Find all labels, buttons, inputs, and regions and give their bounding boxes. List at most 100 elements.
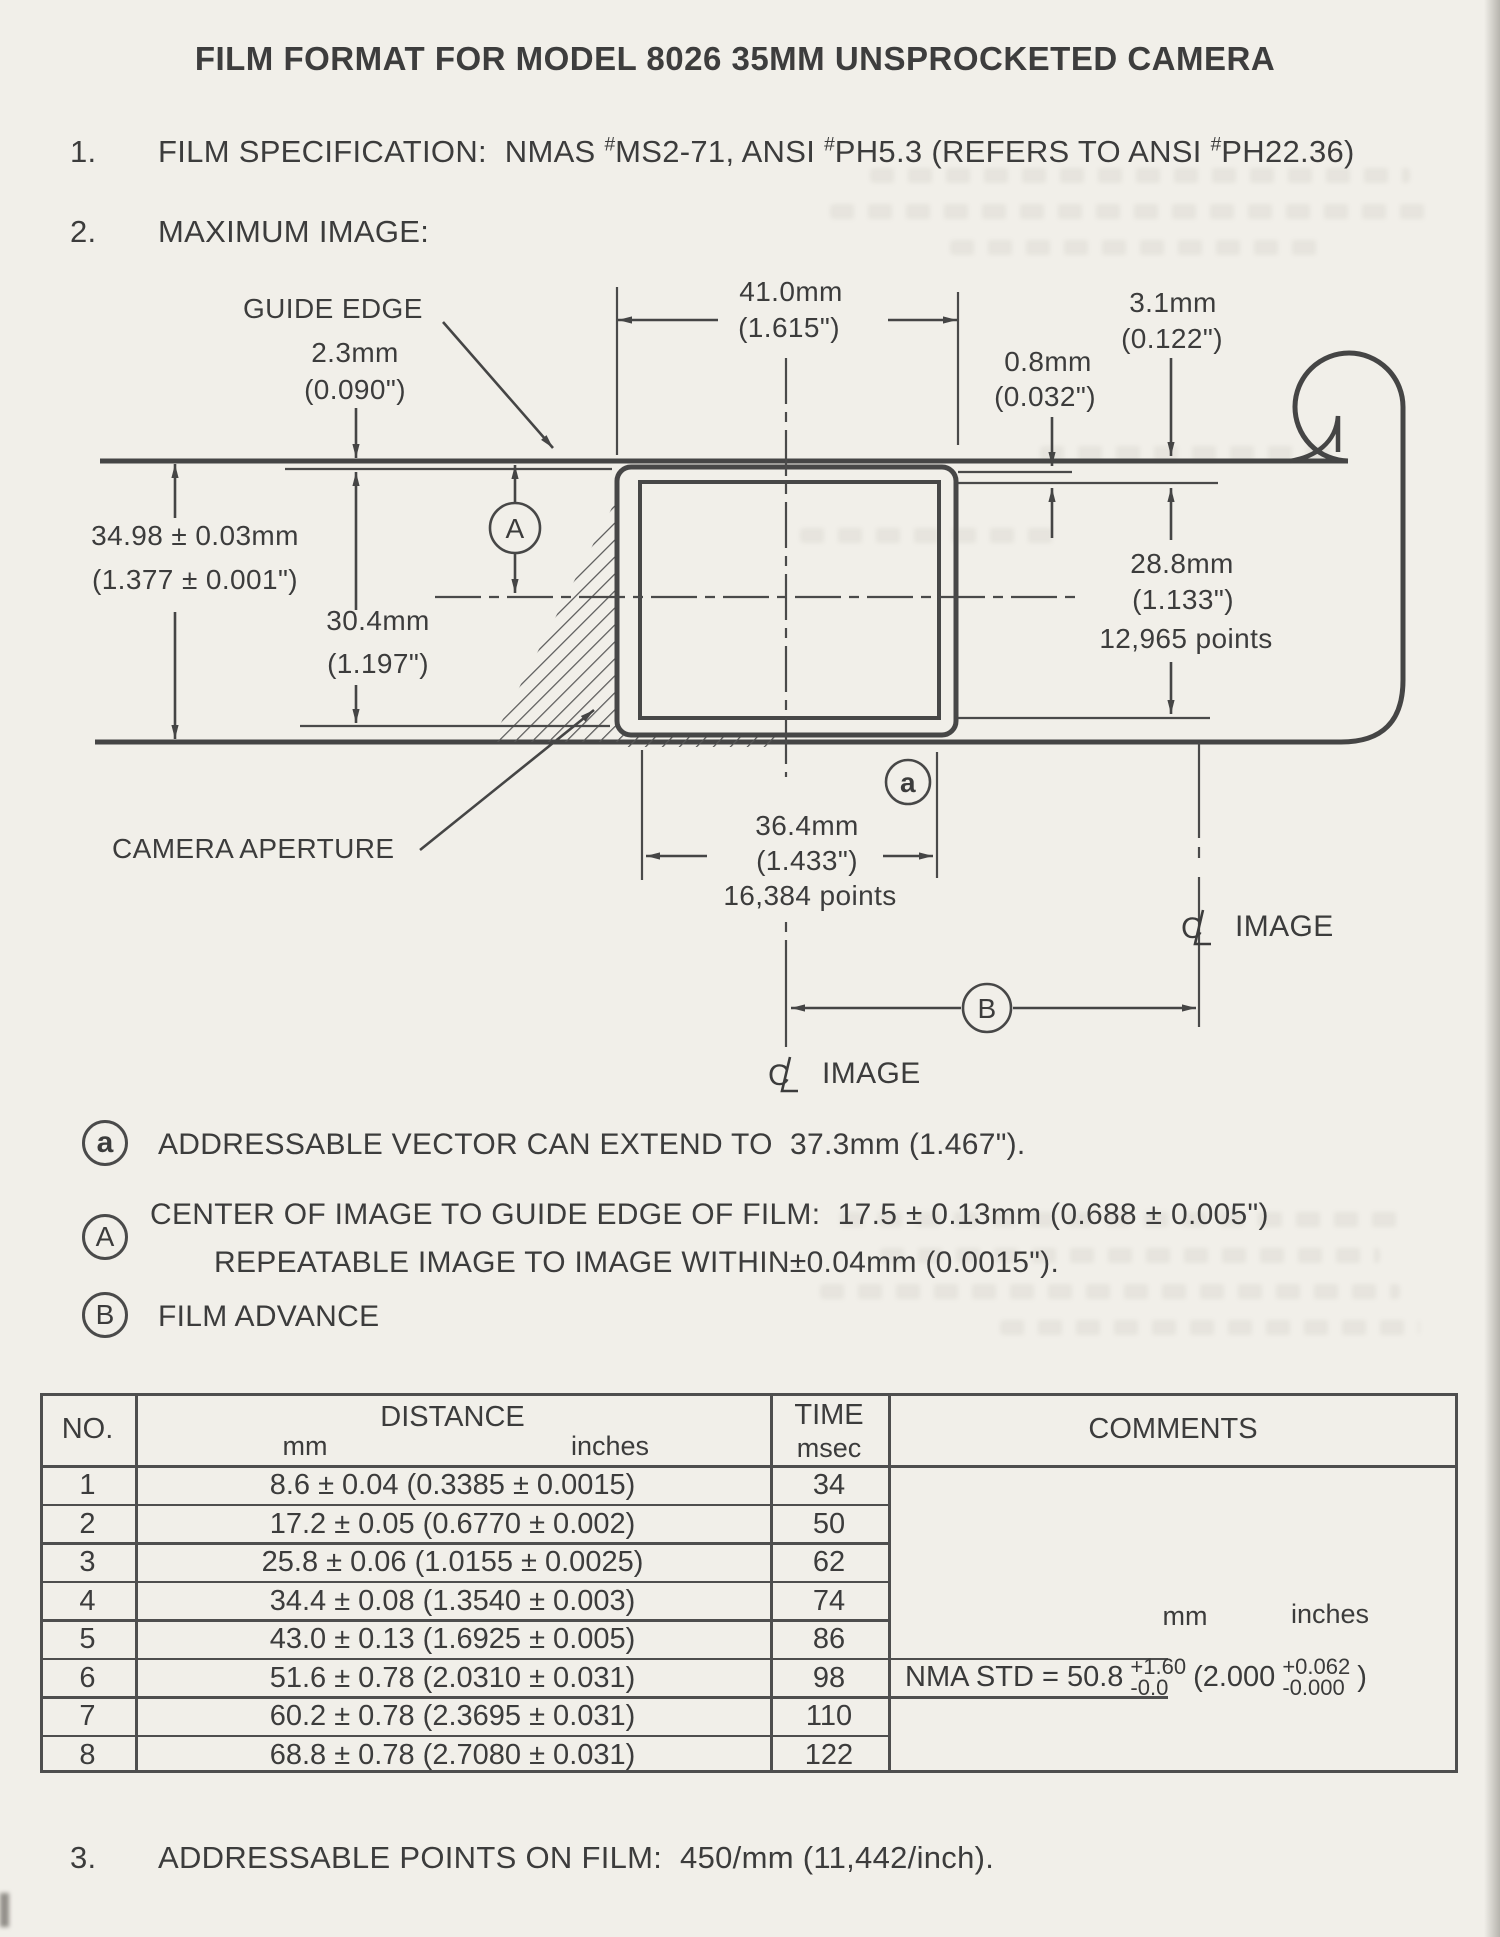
col-header-no: NO. [61, 1413, 114, 1445]
nma-inches-tolerance: +0.062-0.000 [1282, 1654, 1351, 1700]
col-subheader-mm: mm [282, 1431, 328, 1461]
scan-edge-shadow [1484, 0, 1500, 1937]
note-a-text: ADDRESSABLE VECTOR CAN EXTEND TO 37.3mm … [158, 1128, 1026, 1161]
note-A-mark: A [82, 1214, 128, 1260]
nma-base: NMA STD = 50.8 [905, 1660, 1124, 1693]
comment-mm-label: mm [1162, 1601, 1208, 1631]
row-time: 110 [805, 1700, 853, 1732]
row-time: 86 [812, 1623, 846, 1655]
col-subheader-inches: inches [570, 1431, 650, 1461]
film-format-diagram: A a B GUIDE EDGE CAMERA APERTURE 2.3mm (… [91, 276, 1406, 1093]
callouts [488, 501, 1013, 1034]
row-distance: 25.8 ± 0.06 (1.0155 ± 0.0025) [261, 1546, 644, 1578]
dim-aperture-width-mm: 41.0mm [739, 276, 843, 307]
dim-image-width-in: (1.433") [756, 845, 858, 876]
dim-image-width-points: 16,384 points [723, 880, 896, 911]
camera-aperture-label: CAMERA APERTURE [112, 833, 394, 864]
dim-aperture-height-in: (1.197") [327, 648, 429, 679]
callout-a-letter: a [900, 767, 916, 798]
table-divider-distance [770, 1393, 773, 1773]
comment-inches-label: inches [1290, 1599, 1370, 1629]
row-no: 3 [79, 1546, 96, 1578]
row-time: 122 [804, 1738, 854, 1771]
row-line [40, 1503, 888, 1506]
row-no: 1 [79, 1469, 96, 1501]
col-header-distance: DISTANCE [380, 1401, 525, 1433]
hash-superscript: # [824, 134, 835, 156]
row-line [40, 1696, 888, 1699]
centerline-symbol-right: C [1181, 909, 1211, 946]
note-B-mark: B [82, 1292, 128, 1338]
nma-close-paren: ) [1357, 1660, 1367, 1693]
dim-top-margin-mm: 3.1mm [1129, 287, 1217, 318]
dim-aperture-height-mm: 30.4mm [326, 605, 430, 636]
centerline-symbol-left: C [768, 1056, 798, 1093]
row-no: 5 [79, 1623, 96, 1655]
row-distance: 43.0 ± 0.13 (1.6925 ± 0.005) [269, 1623, 636, 1655]
film-roll-inner-hook [1289, 415, 1341, 464]
row-distance: 60.2 ± 0.78 (2.3695 ± 0.031) [269, 1700, 636, 1732]
item3-text: ADDRESSABLE POINTS ON FILM: 450/mm (11,4… [158, 1840, 995, 1875]
dim-image-height-points: 12,965 points [1099, 623, 1272, 654]
bleed-through-artifact [840, 1212, 1400, 1227]
bleed-through-artifact [870, 168, 1410, 183]
note-A-line2: REPEATABLE IMAGE TO IMAGE WITHIN±0.04mm … [214, 1246, 1060, 1279]
row-distance: 51.6 ± 0.78 (2.0310 ± 0.031) [269, 1661, 636, 1694]
item2-text: MAXIMUM IMAGE: [158, 214, 430, 249]
table-outer-border [40, 1393, 1458, 1773]
row-no: 6 [79, 1661, 96, 1694]
extension-lines [285, 287, 1218, 880]
scan-corner-mark [0, 1893, 9, 1927]
aperture-wall-hatching [491, 498, 617, 742]
dim-aperture-width-in: (1.615") [738, 312, 840, 343]
dim-aperture-to-image-mm: 0.8mm [1004, 346, 1092, 377]
callout-B-letter: B [977, 993, 996, 1024]
callout-a-circle [884, 758, 932, 806]
hash-superscript: # [1210, 134, 1222, 156]
row-distance: 68.8 ± 0.78 (2.7080 ± 0.031) [269, 1738, 636, 1771]
row-time: 74 [812, 1584, 846, 1617]
row-time: 98 [812, 1661, 846, 1694]
callout-B-circle [961, 982, 1013, 1034]
table-divider-time [888, 1393, 891, 1773]
row-distance: 8.6 ± 0.04 (0.3385 ± 0.0015) [269, 1469, 636, 1501]
row-distance: 34.4 ± 0.08 (1.3540 ± 0.003) [269, 1584, 636, 1617]
row-line [40, 1734, 888, 1737]
nma-underline [888, 1696, 1168, 1699]
bleed-through-artifact [1000, 1320, 1420, 1335]
row-time: 62 [812, 1546, 846, 1578]
note-B-text: FILM ADVANCE [158, 1300, 380, 1333]
film-roll-curl [1292, 350, 1406, 745]
bleed-through-artifact [820, 1284, 1400, 1299]
col-header-comments: COMMENTS [1088, 1413, 1258, 1445]
table-header-line [40, 1465, 1458, 1468]
item3-number: 3. [70, 1840, 97, 1875]
callout-A-letter: A [505, 513, 524, 544]
row-no: 8 [79, 1738, 96, 1771]
dim-aperture-to-image-in: (0.032") [994, 381, 1096, 412]
note-a-mark: a [82, 1120, 128, 1166]
nma-overline [888, 1657, 1168, 1660]
row-no: 7 [79, 1700, 96, 1732]
bleed-through-artifact [830, 204, 1430, 219]
centerlines [435, 358, 1201, 1047]
dim-image-height-in: (1.133") [1132, 584, 1234, 615]
max-image-outline [638, 480, 941, 720]
film-spec-part2: MS2-71, ANSI [615, 134, 825, 169]
bleed-through-artifact [1040, 446, 1340, 461]
row-no: 2 [79, 1507, 96, 1540]
page-title: FILM FORMAT FOR MODEL 8026 35MM UNSPROCK… [194, 40, 1276, 77]
film-spec-part3: PH5.3 (REFERS TO ANSI [834, 134, 1211, 169]
cl-image-label-right: IMAGE [1235, 910, 1334, 943]
guide-edge-leader [442, 321, 554, 449]
row-time: 50 [812, 1507, 846, 1540]
camera-aperture-leader [419, 708, 595, 852]
col-header-time: TIME [794, 1399, 864, 1431]
row-line [40, 1580, 888, 1583]
film-spec-label: FILM SPECIFICATION: NMAS [158, 134, 605, 169]
dim-film-width-mm: 34.98 ± 0.03mm [91, 520, 299, 551]
table-divider-no [135, 1393, 138, 1773]
row-line [40, 1619, 888, 1622]
bleed-through-artifact [800, 528, 1060, 543]
